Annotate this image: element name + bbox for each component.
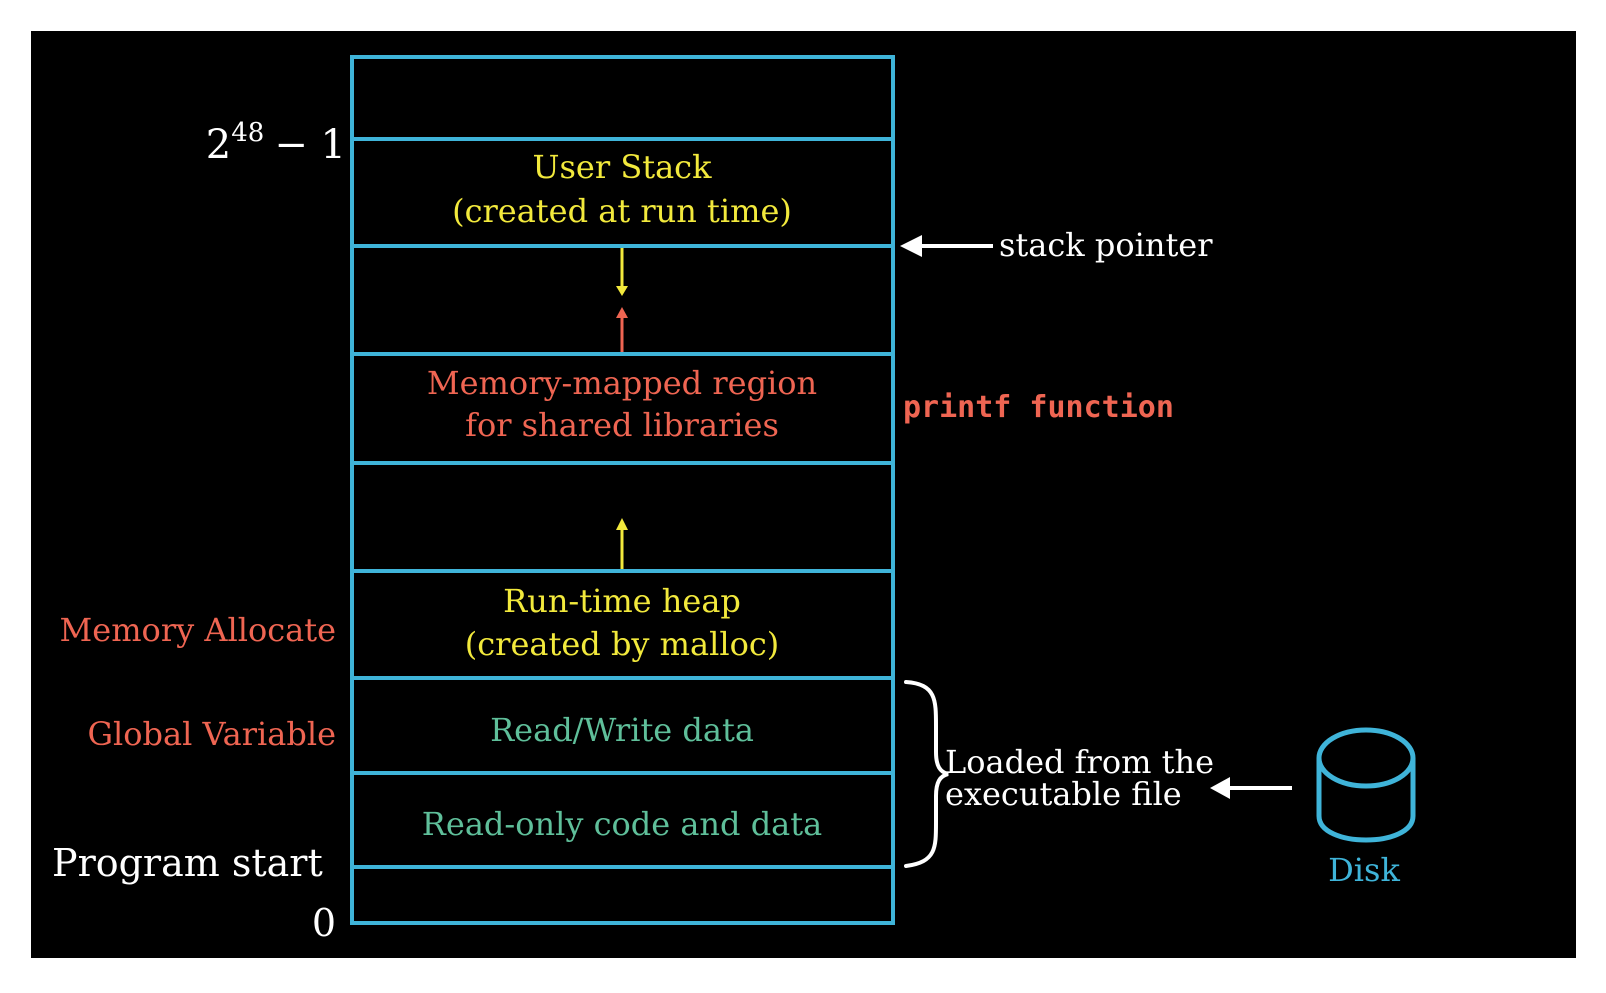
heap-title: Run-time heap — [503, 582, 741, 620]
mmap-title: Memory-mapped region — [427, 364, 817, 402]
address-top-suffix: − 1 — [274, 122, 346, 168]
heap-grow-up-arrowhead — [616, 518, 628, 530]
user-stack-title: User Stack — [533, 148, 713, 186]
address-top-exponent: 48 — [231, 118, 264, 148]
global-variable-label: Global Variable — [87, 715, 336, 753]
curly-brace — [904, 680, 949, 868]
disk-icon — [1316, 727, 1416, 843]
disk-arrowhead — [1210, 777, 1230, 799]
stack-pointer-arrowhead — [900, 235, 922, 257]
loaded-from-line2: executable file — [945, 775, 1182, 813]
memory-allocate-label: Memory Allocate — [60, 611, 337, 649]
address-bottom-label: 0 — [312, 901, 336, 945]
memory-frame — [350, 55, 895, 925]
ro-code-label: Read-only code and data — [422, 805, 822, 843]
loaded-from-line1: Loaded from the — [945, 743, 1214, 781]
address-top-base: 2 — [206, 122, 231, 168]
mmap-grow-up-arrowhead — [616, 307, 628, 318]
mmap-subtitle: for shared libraries — [465, 406, 779, 444]
heap-subtitle: (created by malloc) — [465, 625, 779, 663]
printf-function-label: printf function — [903, 390, 1174, 425]
stack-grow-down-arrowhead — [616, 286, 628, 296]
address-top-label: 248 − 1 — [206, 118, 346, 168]
stack-pointer-label: stack pointer — [999, 226, 1213, 264]
user-stack-subtitle: (created at run time) — [452, 192, 792, 230]
rw-data-label: Read/Write data — [490, 711, 754, 749]
disk-label: Disk — [1328, 851, 1400, 889]
program-start-label: Program start — [52, 841, 323, 885]
